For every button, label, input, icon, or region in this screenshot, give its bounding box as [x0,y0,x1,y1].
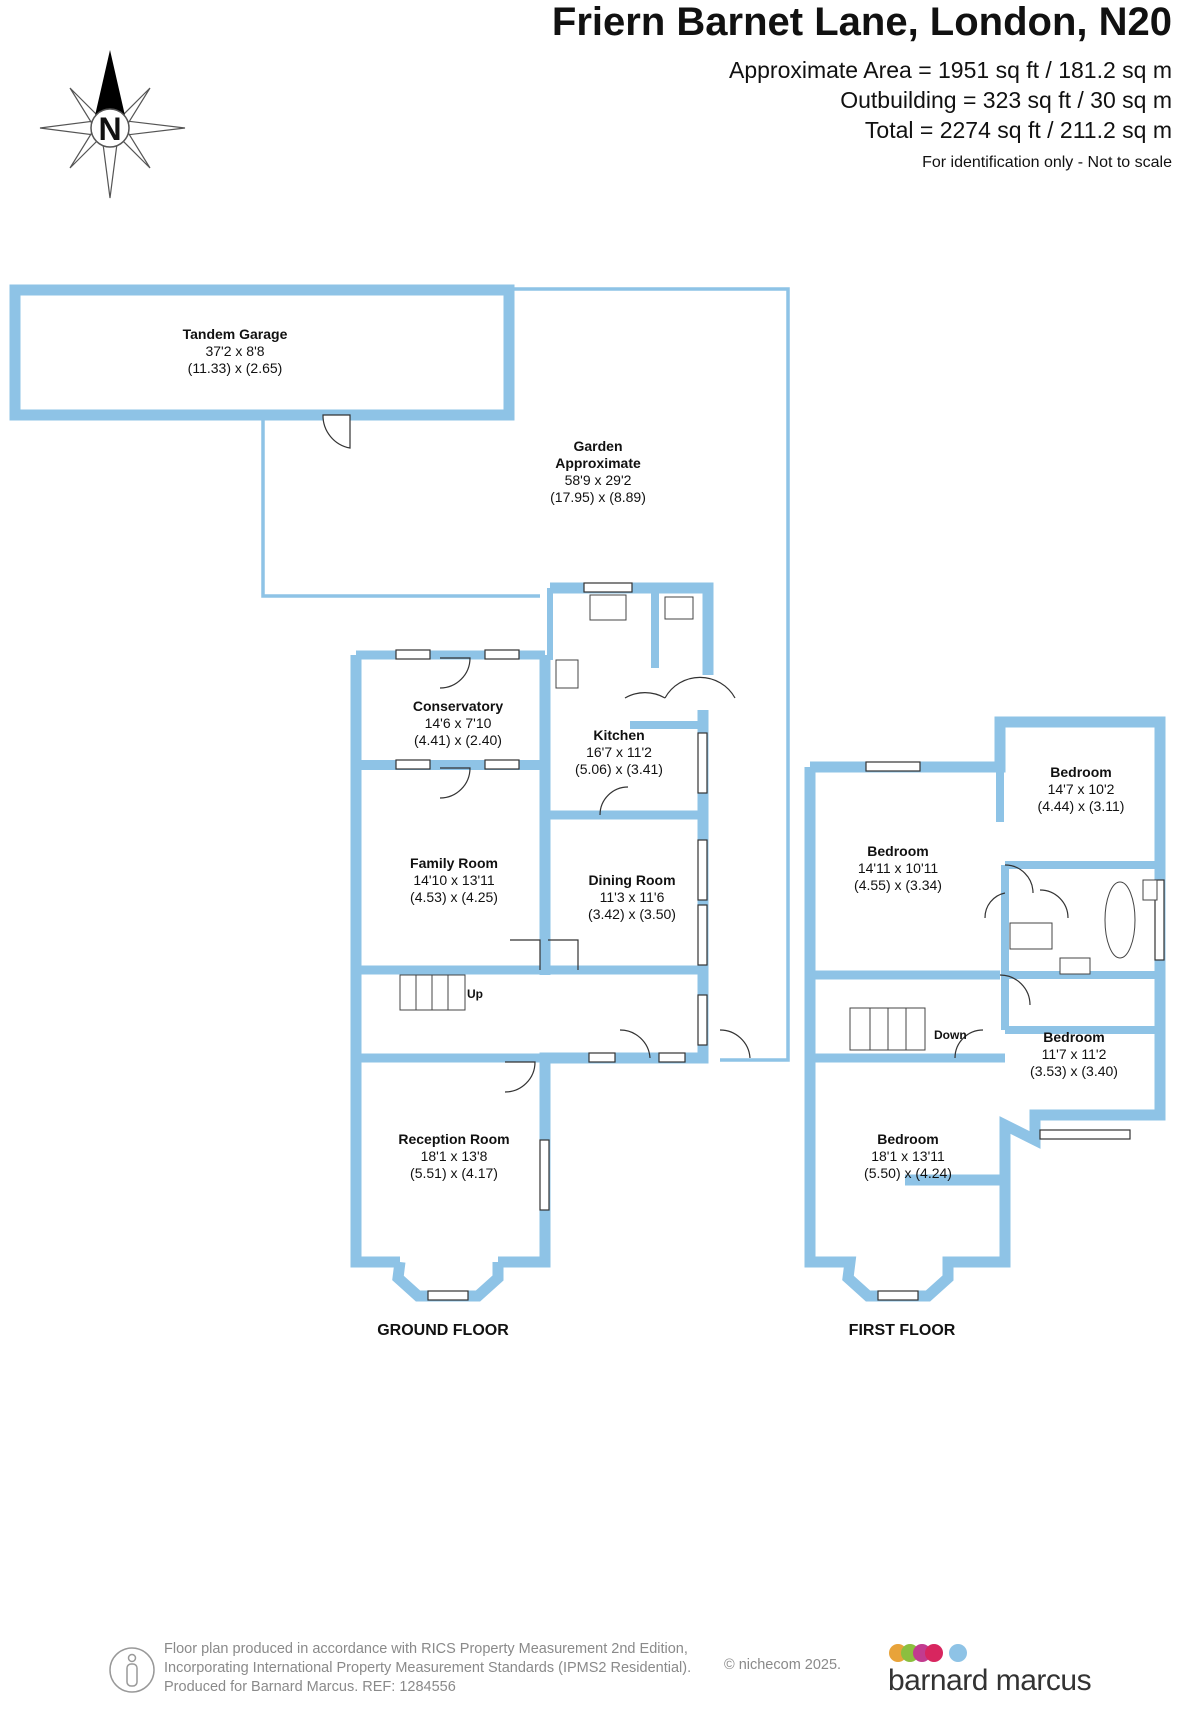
brand-name: barnard marcus [888,1664,1092,1697]
garden-boundary [514,287,790,1062]
family-dims: 14'10 x 13'11 [413,872,495,888]
kitchen-metric: (5.06) x (3.41) [575,761,663,777]
dining-name: Dining Room [588,872,675,888]
garage-name: Tandem Garage [183,326,288,342]
garden-metric: (17.95) x (8.89) [550,489,646,505]
bed1-metric: (4.55) x (3.34) [854,877,942,893]
bed1-dims: 14'11 x 10'11 [858,860,939,876]
scale-note: For identification only - Not to scale [922,154,1172,171]
family-metric: (4.53) x (4.25) [410,889,498,905]
area-total: Total = 2274 sq ft / 211.2 sq m [864,117,1172,143]
garden-name2: Approximate [555,455,641,471]
brand-dot [949,1644,967,1662]
garage-dims: 37'2 x 8'8 [205,343,264,359]
bed2-name: Bedroom [1050,764,1111,780]
area-approximate: Approximate Area = 1951 sq ft / 181.2 sq… [728,57,1172,83]
conservatory-dims: 14'6 x 7'10 [425,715,492,731]
bed3-name: Bedroom [1043,1029,1104,1045]
floor-plan: Tandem Garage 37'2 x 8'8 (11.33) x (2.65… [9,284,1166,1339]
ipms-person-icon [109,1647,155,1693]
bed4-dims: 18'1 x 13'11 [871,1148,945,1164]
conservatory-name: Conservatory [413,698,503,714]
bed3-metric: (3.53) x (3.40) [1030,1063,1118,1079]
bed2-metric: (4.44) x (3.11) [1038,798,1125,814]
dining-dims: 11'3 x 11'6 [600,889,665,905]
footer-text: Floor plan produced in accordance with R… [164,1640,691,1697]
brand-logo-icon [889,1644,967,1662]
ground-floor-walls [350,655,400,1268]
footer-line-3: Produced for Barnard Marcus. REF: 128455… [164,1679,456,1695]
reception-dims: 18'1 x 13'8 [421,1148,488,1164]
area-outbuilding: Outbuilding = 323 sq ft / 30 sq m [840,87,1172,113]
bed2-dims: 14'7 x 10'2 [1048,781,1115,797]
page-title: Friern Barnet Lane, London, N20 [551,0,1172,44]
garage-metric: (11.33) x (2.65) [188,360,283,376]
garage-walls [9,284,515,421]
first-floor-label: FIRST FLOOR [849,1322,956,1339]
reception-metric: (5.51) x (4.17) [410,1165,498,1181]
bed4-name: Bedroom [877,1131,938,1147]
bed1-name: Bedroom [867,843,928,859]
stairs-down-label: Down [934,1028,967,1042]
conservatory-metric: (4.41) x (2.40) [414,732,502,748]
garden-dims: 58'9 x 29'2 [565,472,632,488]
bed4-metric: (5.50) x (4.24) [864,1165,952,1181]
kitchen-name: Kitchen [593,727,644,743]
stairs-up-label: Up [467,987,483,1001]
brand-dot [925,1644,943,1662]
ground-floor-label: GROUND FLOOR [377,1322,509,1339]
copyright: © nichecom 2025. [724,1657,842,1673]
garden-name: Garden [573,438,622,454]
family-name: Family Room [410,855,498,871]
kitchen-dims: 16'7 x 11'2 [586,744,652,760]
compass-icon: N [39,50,186,199]
reception-name: Reception Room [398,1131,509,1147]
dining-metric: (3.42) x (3.50) [588,906,676,922]
compass-label: N [98,111,121,147]
bed3-dims: 11'7 x 11'2 [1042,1046,1107,1062]
footer-line-2: Incorporating International Property Mea… [164,1660,692,1676]
footer-line-1: Floor plan produced in accordance with R… [164,1641,688,1657]
